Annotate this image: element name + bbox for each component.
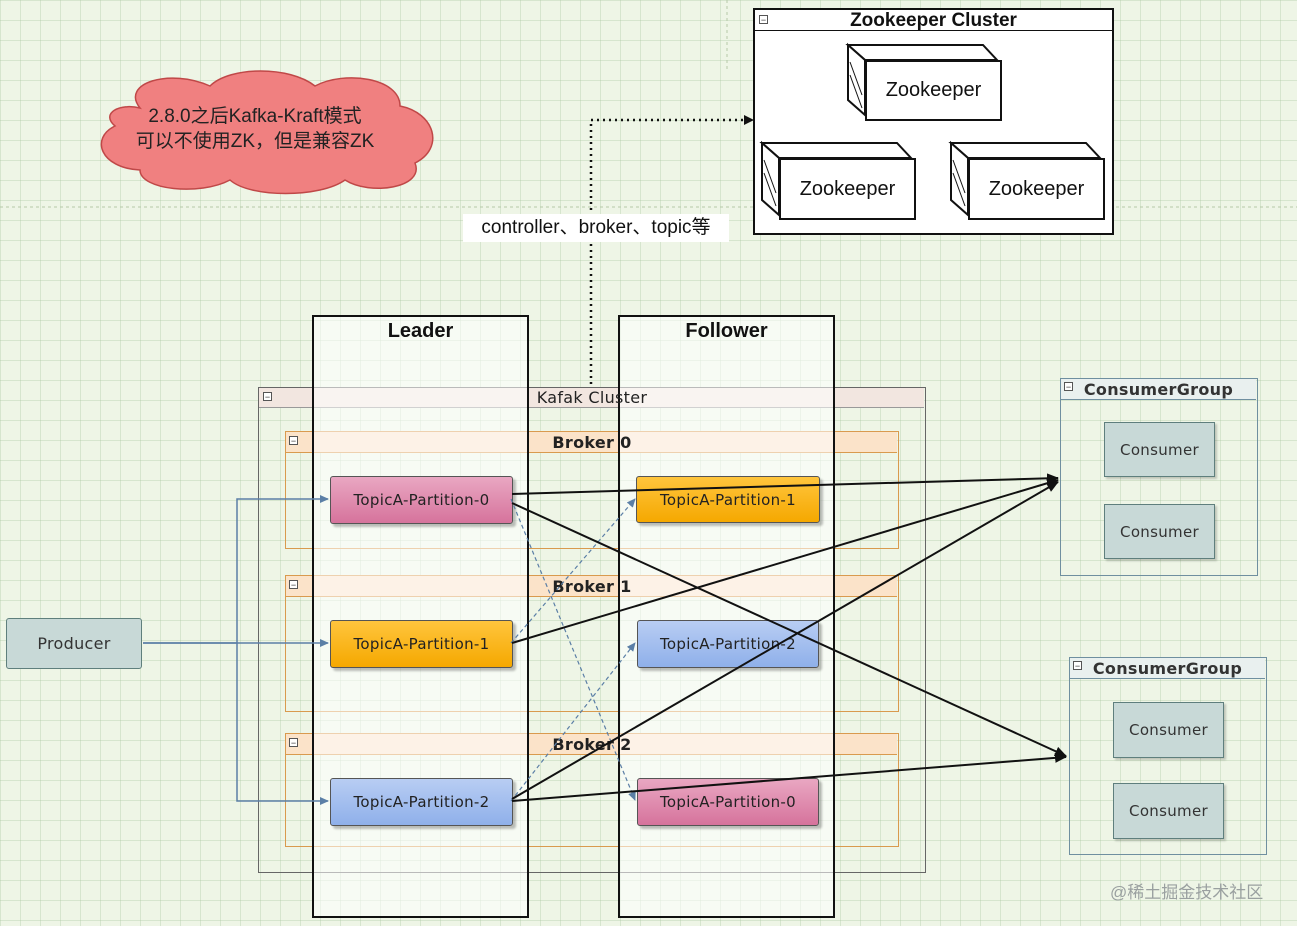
collapse-icon[interactable]: − xyxy=(289,580,298,590)
collapse-icon[interactable]: − xyxy=(263,392,272,402)
kraft-note-cloud xyxy=(100,70,434,195)
zookeeper-cluster-title: Zookeeper Cluster xyxy=(850,10,1017,31)
consumer-node[interactable]: Consumer xyxy=(1113,702,1224,758)
zookeeper-node: Zookeeper xyxy=(968,158,1105,220)
leader-partition[interactable]: TopicA-Partition-0 xyxy=(330,476,513,524)
follower-partition[interactable]: TopicA-Partition-0 xyxy=(637,778,819,826)
producer-node[interactable]: Producer xyxy=(6,618,142,669)
collapse-icon[interactable]: − xyxy=(1064,382,1073,392)
collapse-icon[interactable]: − xyxy=(289,738,298,748)
broker-label: Broker 1 xyxy=(552,577,632,596)
leader-partition[interactable]: TopicA-Partition-2 xyxy=(330,778,513,826)
consumer-group: − ConsumerGroup xyxy=(1069,657,1267,855)
zookeeper-node: Zookeeper xyxy=(779,158,916,220)
follower-partition[interactable]: TopicA-Partition-2 xyxy=(637,620,819,668)
follower-partition[interactable]: TopicA-Partition-1 xyxy=(636,476,820,523)
consumer-node[interactable]: Consumer xyxy=(1104,422,1215,477)
leader-column-title: Leader xyxy=(387,320,454,342)
broker-label: Broker 2 xyxy=(552,735,632,754)
cloud-text: 2.8.0之后Kafka-Kraft模式 可以不使用ZK，但是兼容ZK xyxy=(100,104,410,154)
broker-label: Broker 0 xyxy=(552,433,632,452)
consumer-node[interactable]: Consumer xyxy=(1113,783,1224,839)
watermark: @稀土掘金技术社区 xyxy=(1110,883,1264,902)
consumer-group-title: ConsumerGroup xyxy=(1092,659,1243,678)
follower-column-title: Follower xyxy=(685,320,768,342)
collapse-icon[interactable]: − xyxy=(289,436,298,446)
producer-edges xyxy=(143,495,329,805)
cloud-line-2: 可以不使用ZK，但是兼容ZK xyxy=(135,131,375,152)
collapse-icon[interactable]: − xyxy=(759,15,768,25)
collapse-icon[interactable]: − xyxy=(1073,661,1082,671)
consume-edges xyxy=(511,473,1067,802)
replication-edges xyxy=(510,498,636,802)
kafka-cluster-title: Kafak Cluster xyxy=(536,388,648,407)
leader-partition[interactable]: TopicA-Partition-1 xyxy=(330,620,513,668)
consumer-group: − ConsumerGroup xyxy=(1060,378,1258,576)
zookeeper-node: Zookeeper xyxy=(865,60,1002,121)
cloud-line-1: 2.8.0之后Kafka-Kraft模式 xyxy=(148,106,362,127)
metadata-label: controller、broker、topic等 xyxy=(463,214,729,242)
consumer-node[interactable]: Consumer xyxy=(1104,504,1215,559)
consumer-group-title: ConsumerGroup xyxy=(1083,380,1234,399)
